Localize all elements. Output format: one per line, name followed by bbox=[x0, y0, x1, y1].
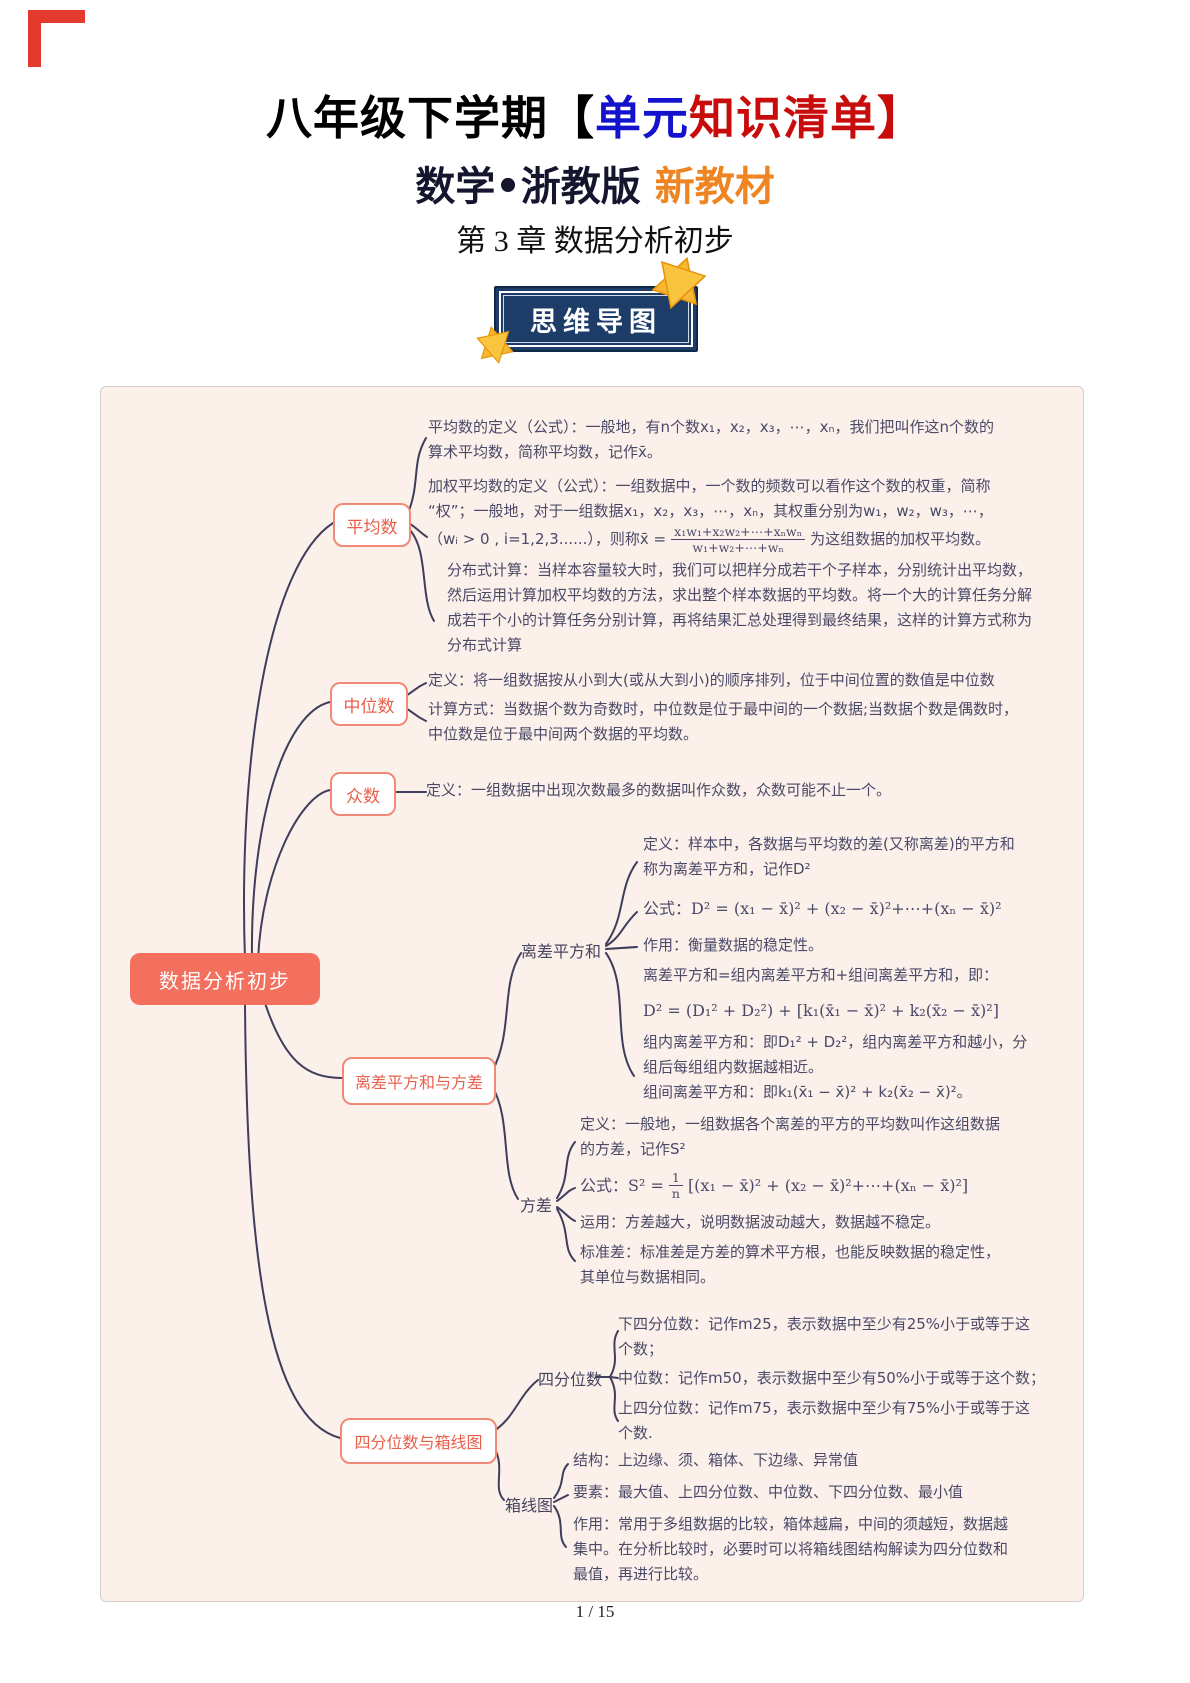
upper-quartile-text: 上四分位数：记作m75，表示数据中至少有75%小于或等于这 个数. bbox=[618, 1399, 1031, 1442]
boxplot-elements-text: 要素：最大值、上四分位数、中位数、下四分位数、最小值 bbox=[573, 1483, 964, 1501]
star-icon bbox=[476, 326, 514, 364]
node-median: 中位数 bbox=[330, 682, 408, 726]
sublabel-quartiles: 四分位数 bbox=[538, 1370, 603, 1389]
ssd-use-text: 作用：衡量数据的稳定性。 bbox=[643, 936, 824, 954]
variance-use-text: 运用：方差越大，说明数据波动越大，数据越不稳定。 bbox=[580, 1213, 941, 1231]
ssd-formula: 公式：D² = (x₁ − x̄)² + (x₂ − x̄)²+⋯+(xₙ − … bbox=[643, 899, 1002, 918]
page-title: 八年级下学期【单元知识清单】 bbox=[0, 82, 1190, 148]
formula-prefix: （wᵢ > 0 , i=1,2,3......），则称x̄ = bbox=[428, 530, 667, 548]
node-deviation-variance: 离差平方和与方差 bbox=[342, 1057, 496, 1105]
node-average: 平均数 bbox=[333, 503, 411, 547]
fraction-numerator: x₁w₁+x₂w₂+⋯+xₙwₙ bbox=[671, 524, 806, 540]
subtitle-edition: 数学•浙教版 bbox=[415, 164, 641, 210]
average-definition-text: 平均数的定义（公式）：一般地，有n个数x₁，x₂，x₃，⋯，xₙ，我们把叫作这n… bbox=[428, 418, 995, 461]
title-part-black: 八年级下学期【 bbox=[266, 91, 595, 145]
variance-definition-text: 定义：一般地，一组数据各个离差的平方的平均数叫作这组数据 的方差，记作S² bbox=[580, 1115, 1001, 1158]
page-number: 1 / 15 bbox=[575, 1602, 615, 1621]
boxplot-structure-text: 结构：上边缘、须、箱体、下边缘、异常值 bbox=[573, 1451, 859, 1469]
boxplot-use-text: 作用：常用于多组数据的比较，箱体越扁，中间的须越短，数据越 集中。在分析比较时，… bbox=[573, 1515, 1009, 1583]
root-node: 数据分析初步 bbox=[130, 953, 320, 1005]
median-calculation-text: 计算方式：当数据个数为奇数时，中位数是位于最中间的一个数据;当数据个数是偶数时，… bbox=[428, 700, 1019, 743]
title-part-red: 知识清单】 bbox=[689, 91, 924, 145]
ssd-group-detail-text: 组内离差平方和：即D₁² + D₂²，组内离差平方和越小，分 组后每组组内数据越… bbox=[643, 1033, 1028, 1101]
ssd-group-formula: D² = (D₁² + D₂²) + [k₁(x̄₁ − x̄)² + k₂(x… bbox=[643, 1001, 999, 1020]
red-corner-decoration bbox=[28, 10, 85, 67]
fraction-numerator: 1 bbox=[668, 1170, 683, 1186]
ssd-definition-text: 定义：样本中，各数据与平均数的差(又称离差)的平方和 称为离差平方和，记作D² bbox=[643, 835, 1015, 878]
ssd-group-intro-text: 离差平方和=组内离差平方和+组间离差平方和，即： bbox=[643, 966, 999, 984]
weighted-average-definition-text: 加权平均数的定义（公式）：一组数据中，一个数的频数可以看作这个数的权重，简称 “… bbox=[428, 477, 993, 520]
title-part-blue: 单元 bbox=[595, 91, 689, 145]
chapter-heading: 第 3 章 数据分析初步 bbox=[456, 225, 734, 258]
weighted-average-formula: （wᵢ > 0 , i=1,2,3......），则称x̄ = x₁w₁+x₂w… bbox=[428, 524, 990, 555]
node-mode: 众数 bbox=[330, 772, 396, 816]
node-quartile-boxplot: 四分位数与箱线图 bbox=[340, 1418, 497, 1464]
sublabel-ssd: 离差平方和 bbox=[521, 942, 602, 961]
mindmap-badge: 思维导图 bbox=[494, 286, 698, 352]
badge-label: 思维导图 bbox=[530, 306, 662, 338]
subtitle-new-material: 新教材 bbox=[640, 164, 775, 210]
distributed-computing-text: 分布式计算：当样本容量较大时，我们可以把样分成若干个子样本，分别统计出平均数， … bbox=[447, 561, 1033, 654]
formula-suffix: [(x₁ − x̄)² + (x₂ − x̄)²+⋯+(xₙ − x̄)²] bbox=[687, 1176, 969, 1195]
fraction-denominator: w₁+w₂+⋯+wₙ bbox=[692, 540, 784, 555]
sublabel-variance: 方差 bbox=[520, 1196, 553, 1215]
sublabel-boxplot: 箱线图 bbox=[505, 1496, 554, 1515]
mode-definition-text: 定义：一组数据中出现次数最多的数据叫作众数，众数可能不止一个。 bbox=[426, 781, 892, 799]
formula-prefix: 公式：S² = bbox=[580, 1176, 664, 1195]
star-icon bbox=[652, 256, 706, 310]
fraction-denominator: n bbox=[671, 1186, 680, 1201]
median-definition-text: 定义：将一组数据按从小到大(或从大到小)的顺序排列，位于中间位置的数值是中位数 bbox=[428, 671, 995, 689]
lower-quartile-text: 下四分位数：记作m25，表示数据中至少有25%小于或等于这 个数； bbox=[618, 1315, 1031, 1358]
standard-deviation-text: 标准差：标准差是方差的算术平方根，也能反映数据的稳定性， 其单位与数据相同。 bbox=[580, 1243, 1001, 1286]
median-quartile-text: 中位数：记作m50，表示数据中至少有50%小于或等于这个数； bbox=[618, 1369, 1046, 1387]
formula-suffix: 为这组数据的加权平均数。 bbox=[810, 530, 991, 548]
page-subtitle: 数学•浙教版 新教材 bbox=[0, 154, 1190, 212]
